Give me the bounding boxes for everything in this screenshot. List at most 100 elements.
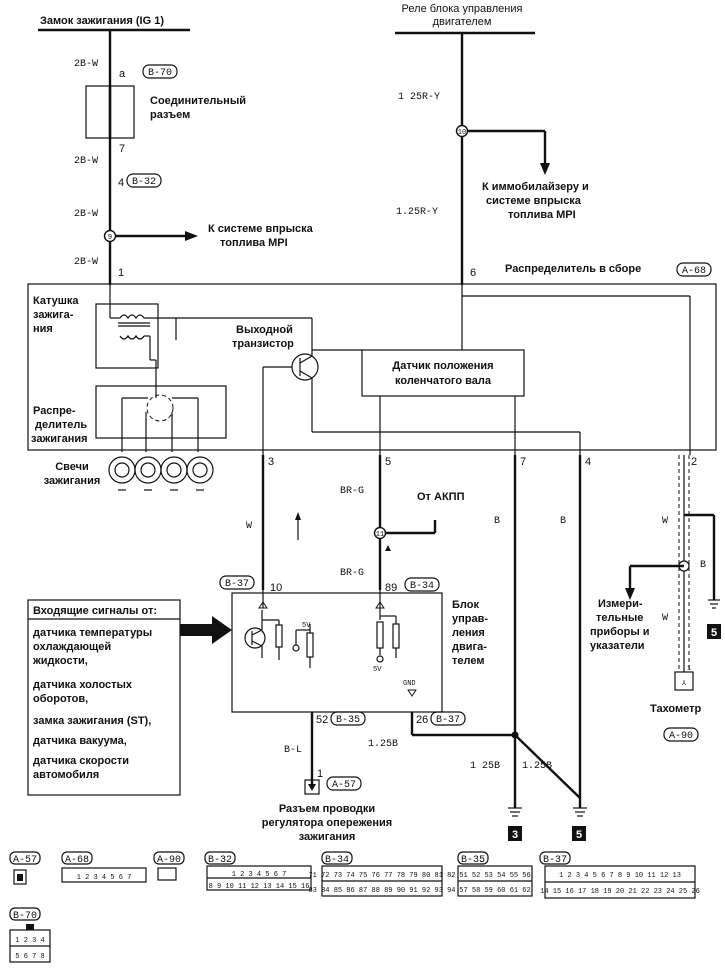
wire-label: 2B-W — [74, 209, 98, 220]
tachometer-icon — [674, 671, 694, 691]
legend-a90: A-90 — [153, 851, 185, 881]
legend-b35: B-35 51 52 53 54 55 56 57 58 59 60 61 62 — [457, 851, 533, 897]
wire-label: B-L — [284, 745, 302, 756]
gnd-label: GND — [403, 680, 416, 688]
pin-label: 1 — [118, 267, 124, 279]
arrow-to-immo — [540, 163, 550, 175]
arrow-inputs-to-ecu — [180, 616, 232, 644]
svg-text:A-90: A-90 — [669, 731, 693, 742]
wire-label: W — [662, 516, 668, 527]
svg-text:51 52 53 54 55 56: 51 52 53 54 55 56 — [459, 872, 530, 880]
svg-text:1 2 3 4: 1 2 3 4 — [15, 937, 44, 945]
connector-tag-a68: A-68 — [676, 262, 712, 277]
wire-label: BR-G — [340, 486, 364, 497]
pin-label: 26 — [416, 714, 428, 726]
input-signal-item: жидкости, — [32, 655, 88, 667]
from-akpp-label: От АКПП — [417, 491, 465, 503]
svg-text:B-37: B-37 — [225, 579, 249, 590]
to-immo-label: К иммобилайзеру и — [482, 181, 589, 193]
to-mpi-label: К системе впрыска — [208, 223, 314, 235]
distributor-assembly-box — [27, 283, 717, 451]
gauges-label: Измери- — [598, 598, 643, 610]
svg-text:3: 3 — [512, 829, 518, 841]
legend-a57: A-57 — [9, 851, 41, 885]
harness-label-2: регулятора опережения — [262, 817, 392, 829]
spark-plug-icon — [134, 456, 162, 484]
crank-sensor-label-2: коленчатого вала — [395, 375, 492, 387]
junction-10 — [455, 124, 469, 138]
svg-text:A-57: A-57 — [332, 780, 356, 791]
wire-label: W — [246, 521, 252, 532]
ignition-switch-label: Замок зажигания (IG 1) — [40, 15, 164, 27]
wire-label: BR-G — [340, 568, 364, 579]
coil-primary-winding — [119, 314, 145, 320]
svg-text:5: 5 — [711, 627, 717, 639]
wire-label: B — [494, 516, 500, 527]
wire-label: W — [662, 613, 668, 624]
svg-text:B-70: B-70 — [13, 911, 37, 922]
connector-tag-b34: B-34 — [404, 577, 440, 592]
connector-tag-a57: A-57 — [326, 776, 362, 791]
junction-11 — [373, 526, 387, 540]
svg-text:B-37: B-37 — [543, 855, 567, 866]
connector-tag-b70: B-70 — [142, 64, 178, 79]
input-signal-item: датчика холостых — [33, 679, 133, 691]
arrow-up-icon — [295, 512, 301, 520]
input-signals-box — [27, 599, 181, 796]
pin-label: 2 — [691, 456, 697, 468]
pin-label: 10 — [270, 582, 282, 594]
svg-text:A-68: A-68 — [65, 855, 89, 866]
svg-text:71 72 73 74 75 76 77 78 79 80: 71 72 73 74 75 76 77 78 79 80 81 82 — [308, 872, 455, 880]
svg-text:B-70: B-70 — [148, 68, 172, 79]
ground-badge-5 — [572, 826, 586, 841]
distributor-label-2: делитель — [35, 419, 87, 431]
distributor-rotor-icon — [146, 394, 174, 422]
pin-label: 3 — [268, 456, 274, 468]
ecu-label-5: телем — [452, 655, 484, 667]
legend-b34: B-34 71 72 73 74 75 76 77 78 79 80 81 82… — [308, 851, 456, 897]
wire-label: 1.25B — [368, 739, 398, 750]
pin-label: 6 — [470, 267, 476, 279]
arrow-to-gauges — [625, 588, 635, 600]
svg-text:⅄: ⅄ — [681, 679, 687, 688]
svg-text:A-68: A-68 — [682, 266, 706, 277]
relay-label: Реле блока управления — [402, 3, 523, 15]
transistor-label-2: транзистор — [232, 338, 294, 350]
svg-text:1 2 3 4 5 6 7 8 9 10 11 12 13: 1 2 3 4 5 6 7 8 9 10 11 12 13 — [559, 872, 681, 880]
transistor-label: Выходной — [236, 324, 293, 336]
pin-label: 7 — [520, 456, 526, 468]
junction-9-label: 9 — [108, 234, 112, 242]
ecu-resistor-icon — [376, 621, 384, 649]
svg-text:14 15 16 17 18 19 20 21 22 23: 14 15 16 17 18 19 20 21 22 23 24 25 26 — [540, 888, 700, 896]
ecu-transistor-icon — [244, 627, 266, 649]
pin-label: 5 — [385, 456, 391, 468]
tachometer-label: Тахометр — [650, 703, 701, 715]
pin-label: 1 — [317, 768, 323, 780]
input-signal-item: датчика вакуума, — [33, 735, 127, 747]
ecu-label-4: двига- — [452, 641, 487, 653]
svg-text:5 6 7 8: 5 6 7 8 — [15, 953, 44, 961]
output-transistor-icon — [291, 353, 319, 381]
harness-label-3: зажигания — [299, 831, 356, 843]
svg-text:5: 5 — [576, 829, 582, 841]
ecu-label: Блок — [452, 599, 479, 611]
plugs-label-2: зажигания — [44, 475, 101, 487]
ecu-resistor-icon — [275, 624, 283, 648]
wire-label: 1.25R-Y — [396, 207, 438, 218]
five-volt-label: 5V — [373, 666, 382, 674]
ground-badge-5-tach — [707, 624, 721, 639]
connector-label-2: разъем — [150, 109, 190, 121]
harness-connector-icon — [304, 779, 320, 795]
junction-9 — [103, 229, 117, 243]
arrow-to-mpi — [185, 231, 198, 241]
input-signals-title: Входящие сигналы от: — [33, 605, 157, 617]
ground-badge-3 — [508, 826, 522, 841]
crank-position-sensor-box — [361, 349, 525, 397]
svg-text:B-35: B-35 — [461, 855, 485, 866]
svg-text:A-57: A-57 — [13, 855, 37, 866]
connector-tag-b37-ecu: B-37 — [219, 575, 255, 590]
connector-tag-b37-gnd: B-37 — [430, 711, 466, 726]
pin-label: 89 — [385, 582, 397, 594]
distributor-label: Распре- — [33, 405, 76, 417]
spark-plug-icon — [108, 456, 136, 484]
